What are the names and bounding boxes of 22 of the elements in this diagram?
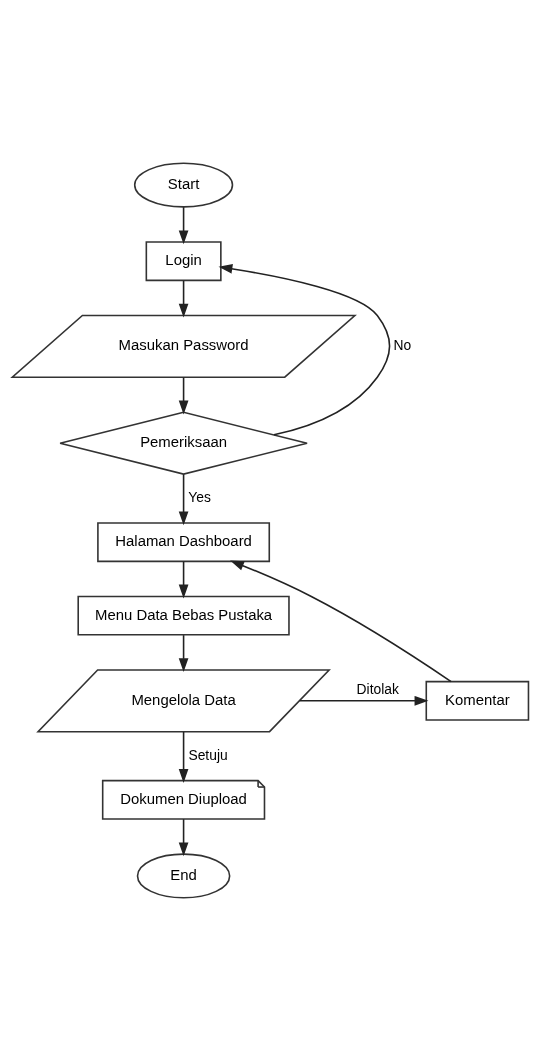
arrow [230, 560, 452, 682]
edge-label: Yes [188, 488, 211, 505]
arrow [178, 376, 189, 414]
node-box: Login [145, 240, 222, 281]
arrow [178, 473, 189, 525]
arrow [218, 263, 391, 436]
node-ellipse: End [136, 852, 231, 899]
edge-label: No [393, 336, 412, 353]
node-diamond: Pemeriksaan [59, 411, 308, 475]
edge-label: Ditolak [356, 680, 399, 697]
arrow [298, 695, 429, 706]
arrow [178, 817, 189, 856]
edge-label: Setuju [188, 746, 228, 763]
node-box: Menu Data Bebas Pustaka [77, 595, 290, 636]
arrow [178, 560, 189, 598]
arrow [178, 205, 189, 244]
node-box: Halaman Dashboard [97, 521, 271, 562]
node-ellipse: Start [133, 161, 234, 208]
node-box: Komentar [425, 680, 530, 721]
arrow [178, 279, 189, 318]
arrow [178, 633, 189, 672]
arrow [178, 730, 189, 783]
